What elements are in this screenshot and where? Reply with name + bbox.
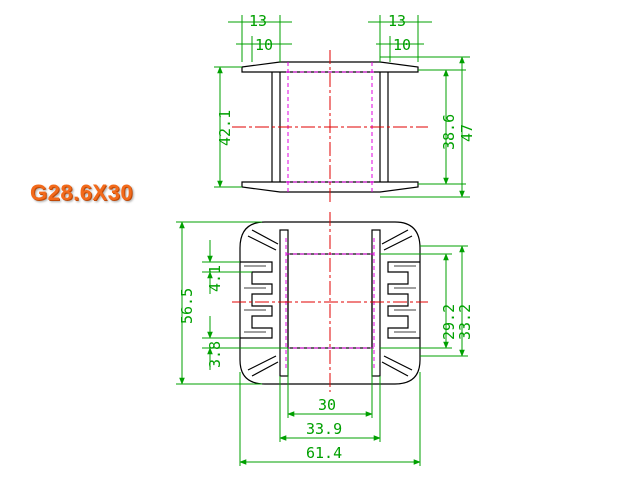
dim-3-8-label: 3.8 xyxy=(206,341,224,368)
front-view-centerlines xyxy=(232,212,428,392)
dim-42-1-label: 42.1 xyxy=(216,110,234,146)
dim-47-label: 47 xyxy=(458,124,476,142)
dim-56-5-label: 56.5 xyxy=(178,288,196,324)
dim-top-right xyxy=(368,15,432,62)
top-view-centerlines xyxy=(232,50,428,205)
dim-56-5 xyxy=(176,221,262,385)
dim-4-1 xyxy=(202,240,252,294)
model-title: G28.6X30 xyxy=(30,180,134,205)
dim-top-left xyxy=(228,15,292,62)
dim-30-label: 30 xyxy=(318,396,336,414)
dim-38-6-label: 38.6 xyxy=(440,114,458,150)
dim-top-left-10: 10 xyxy=(255,36,273,54)
dim-29-2-label: 29.2 xyxy=(440,304,458,340)
dim-3-8 xyxy=(202,316,288,370)
dim-right-vertical xyxy=(380,56,470,198)
front-view: 56.5 4.1 3.8 29.2 33.2 xyxy=(176,212,474,466)
dim-42-1 xyxy=(214,66,242,188)
dim-top-right-13: 13 xyxy=(388,12,406,30)
dim-front-right xyxy=(380,245,468,357)
dim-4-1-label: 4.1 xyxy=(206,265,224,292)
dim-top-left-13: 13 xyxy=(249,12,267,30)
top-view: 13 10 13 10 42.1 38.6 47 xyxy=(214,12,476,205)
dim-33-2-label: 33.2 xyxy=(456,304,474,340)
dim-61-4-label: 61.4 xyxy=(306,444,342,462)
dim-top-right-10: 10 xyxy=(393,36,411,54)
dim-front-bottom xyxy=(239,348,421,466)
dim-33-9-label: 33.9 xyxy=(306,420,342,438)
